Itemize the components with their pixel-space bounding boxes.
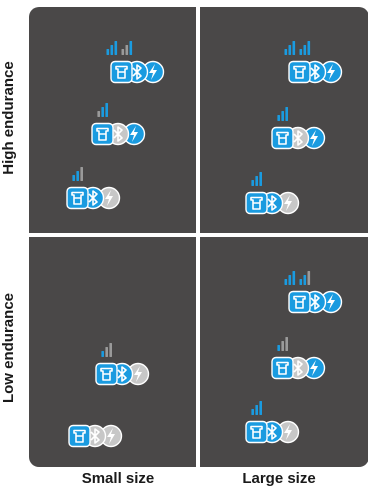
comparison-grid (29, 7, 368, 467)
power-icon (319, 290, 343, 314)
memory-chip-icon (68, 424, 91, 448)
device-config (51, 159, 127, 215)
memory-chip-icon (66, 186, 89, 210)
signal-bars-icon (277, 107, 288, 121)
memory-chip-icon (95, 362, 118, 386)
column-label-small-size: Small size (81, 470, 155, 487)
memory-chip-icon (271, 356, 294, 380)
signal-bars-icon (106, 41, 133, 55)
column-divider (196, 7, 200, 467)
device-config (230, 164, 306, 220)
device-config (80, 335, 156, 391)
memory-chip-icon (245, 420, 268, 444)
memory-chip-icon (288, 60, 311, 84)
device-config (256, 99, 332, 155)
memory-chip-icon (288, 290, 311, 314)
signal-bars-icon (72, 167, 83, 181)
memory-chip-icon (245, 191, 268, 215)
signal-bars-icon (284, 271, 311, 285)
memory-chip-icon (110, 60, 133, 84)
device-config (273, 263, 349, 319)
device-config (273, 33, 349, 89)
device-config (95, 33, 171, 89)
row-divider (29, 233, 368, 237)
device-config (53, 397, 129, 453)
device-config (230, 393, 306, 449)
power-icon (126, 362, 150, 386)
signal-bars-icon (284, 41, 311, 55)
row-label-high-endurance: High endurance (0, 61, 17, 175)
signal-bars-icon (251, 172, 262, 186)
signal-bars-icon (251, 401, 262, 415)
memory-chip-icon (271, 126, 294, 150)
device-config (76, 95, 152, 151)
row-label-low-endurance: Low endurance (0, 292, 17, 404)
device-config (256, 329, 332, 385)
signal-bars-icon (97, 103, 108, 117)
signal-bars-icon (101, 343, 112, 357)
memory-chip-icon (91, 122, 114, 146)
signal-bars-icon (277, 337, 288, 351)
column-label-large-size: Large size (242, 470, 316, 487)
